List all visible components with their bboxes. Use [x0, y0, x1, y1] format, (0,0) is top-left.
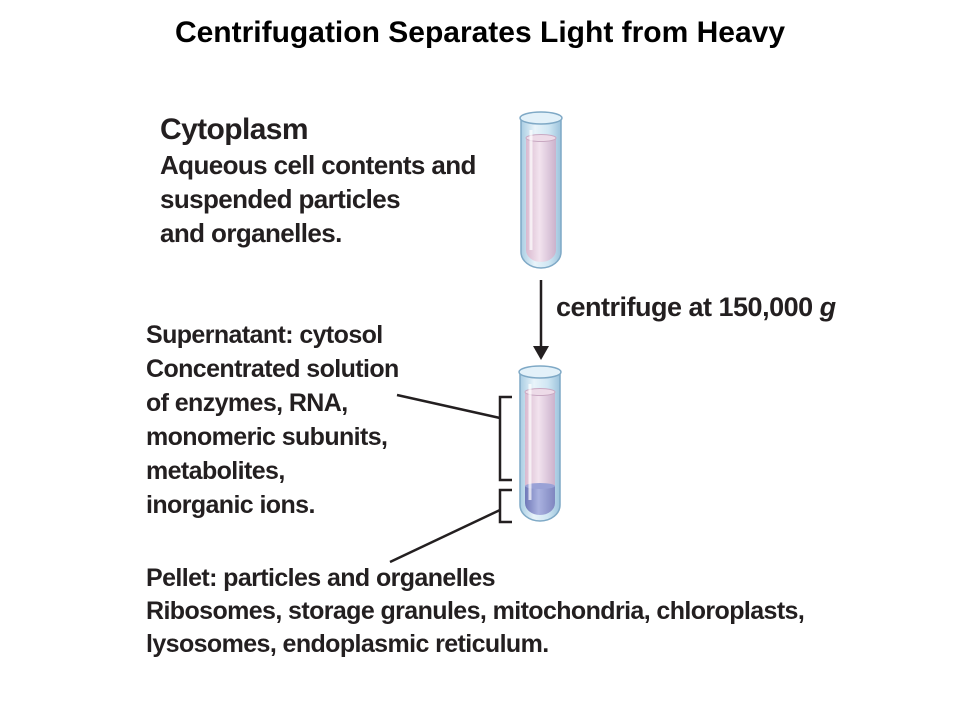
pellet-line-1: Ribosomes, storage granules, mitochondri… — [146, 597, 805, 625]
pellet-bracket — [389, 488, 512, 564]
supernatant-line-3: monomeric subunits, — [146, 423, 388, 451]
cytoplasm-line-3: and organelles. — [160, 218, 342, 248]
cytoplasm-line-2: suspended particles — [160, 184, 401, 214]
supernatant-line-1: Concentrated solution — [146, 355, 399, 383]
centrifuge-label: centrifuge at 150,000 g — [556, 292, 836, 323]
pellet-heading: Pellet: particles and organelles — [146, 564, 496, 592]
page-title: Centrifugation Separates Light from Heav… — [174, 16, 786, 49]
centrifuge-text: centrifuge at 150,000 — [556, 292, 813, 322]
supernatant-layer — [525, 392, 555, 486]
centrifuged-tube — [518, 365, 562, 522]
supernatant-line-5: inorganic ions. — [146, 491, 315, 519]
centrifuge-arrow — [533, 280, 549, 360]
pellet-description: Pellet: particles and organelles Ribosom… — [146, 562, 805, 661]
pellet-line-2: lysosomes, endoplasmic reticulum. — [146, 630, 549, 658]
cytoplasm-line-1: Aqueous cell contents and — [160, 150, 476, 180]
supernatant-description: Supernatant: cytosol Concentrated soluti… — [146, 318, 399, 522]
cytoplasm-heading: Cytoplasm — [160, 113, 309, 146]
supernatant-line-4: metabolites, — [146, 457, 285, 485]
supernatant-line-2: of enzymes, RNA, — [146, 389, 348, 417]
cytoplasm-tube — [519, 111, 563, 269]
cytoplasm-description: Cytoplasm Aqueous cell contents and susp… — [160, 112, 476, 250]
centrifuge-unit: g — [819, 292, 837, 322]
supernatant-bracket — [396, 393, 512, 482]
supernatant-heading: Supernatant: cytosol — [146, 321, 383, 349]
pellet-layer — [525, 486, 555, 515]
